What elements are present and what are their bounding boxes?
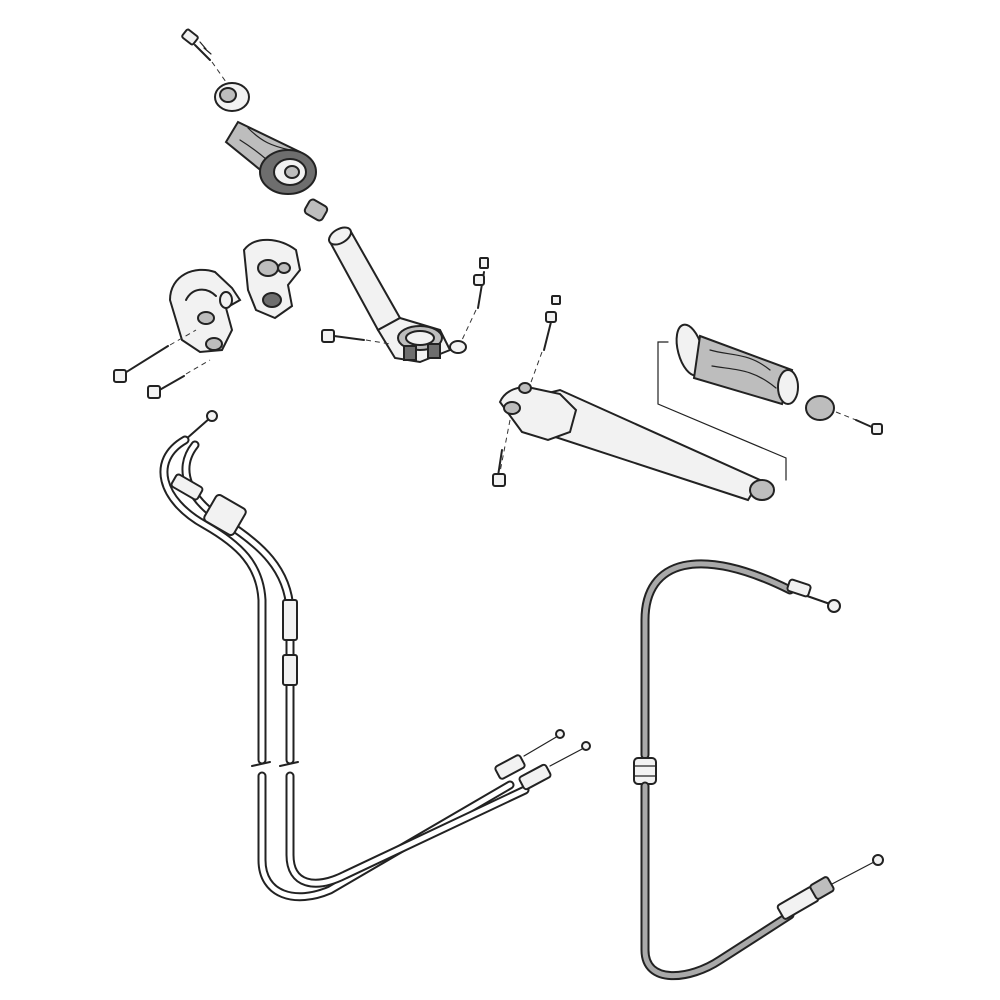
pinch-bolt-left [461, 257, 489, 341]
right-bar-end-weight [805, 395, 883, 435]
right-throttle-grip [675, 323, 799, 406]
left-clip-on-handlebar [328, 226, 467, 364]
clamp-bolt-left [321, 329, 391, 345]
bar-end-weight [214, 82, 250, 112]
switch-housing-screw-2 [147, 359, 211, 399]
left-grip [224, 120, 317, 195]
pinch-bolt-right [529, 295, 561, 386]
left-bar-end-nut [303, 198, 329, 222]
throttle-cable-pair [159, 410, 591, 902]
assembly-line [211, 61, 227, 83]
left-switch-housing-rear [168, 268, 242, 354]
assembly-bracket [657, 341, 787, 481]
clamp-bolt-right [492, 419, 511, 487]
right-clip-on-handlebar [498, 382, 775, 502]
top-bolt [181, 28, 212, 61]
clutch-cable [633, 559, 884, 981]
left-switch-housing-front [242, 238, 302, 320]
switch-housing-screw-1 [113, 329, 197, 383]
